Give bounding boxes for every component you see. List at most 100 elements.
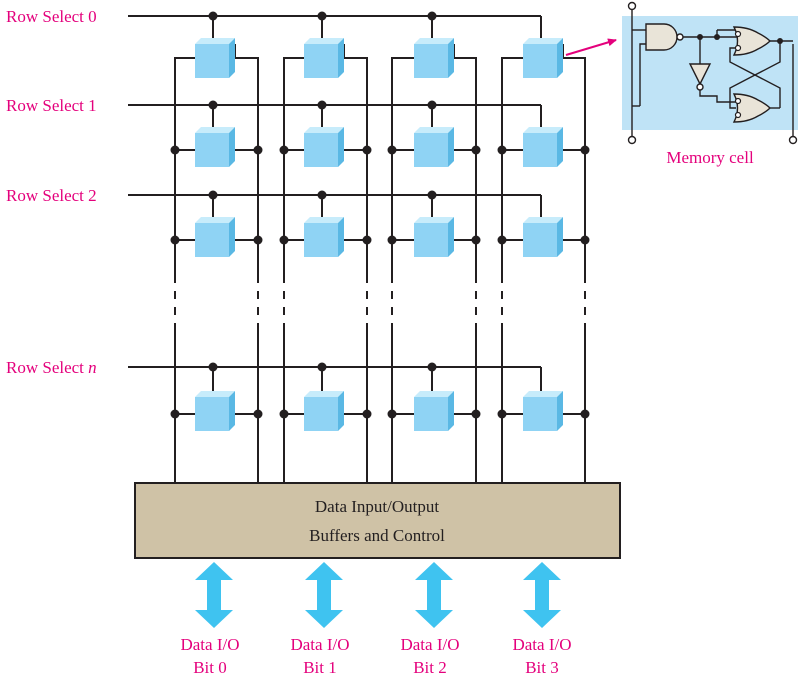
memory-cell-label: Memory cell — [666, 148, 754, 167]
io-labels: Data I/O Bit 0 Data I/O Bit 1 Data I/O B… — [180, 635, 571, 677]
io-label-bit-3-line2: Bit 3 — [525, 658, 559, 677]
memory-cell-inset: Memory cell — [622, 1, 798, 167]
io-arrow-bit-3 — [523, 562, 561, 628]
cell-side-face-r3-c1 — [338, 391, 344, 431]
cell-top-face-r1-c2 — [414, 127, 454, 133]
io-label-bit-0-line1: Data I/O — [180, 635, 239, 654]
memory-cell-r2-c1 — [304, 223, 338, 257]
bit-node-right-r1-c2 — [471, 145, 481, 155]
bit-node-left-r3-c1 — [279, 409, 289, 419]
bit-node-right-r1-c3 — [580, 145, 590, 155]
bit-node-left-r1-c2 — [387, 145, 397, 155]
nor-gate-bottom — [732, 93, 771, 123]
bit-node-left-r1-c1 — [279, 145, 289, 155]
cell-top-face-r0-c2 — [414, 38, 454, 44]
bit-node-left-r2-c0 — [170, 235, 180, 245]
cell-top-face-r2-c1 — [304, 217, 344, 223]
cell-top-face-r2-c3 — [523, 217, 563, 223]
inset-terminal-top — [627, 1, 637, 11]
cell-side-face-r2-c3 — [557, 217, 563, 257]
memory-cell-r3-c3 — [523, 397, 557, 431]
io-arrow-bit-2 — [415, 562, 453, 628]
cell-top-right-link-c0 — [234, 44, 259, 60]
cell-side-face-r0-c3 — [557, 38, 563, 78]
cell-side-face-r3-c3 — [557, 391, 563, 431]
bit-node-right-r2-c3 — [580, 235, 590, 245]
cell-top-face-r1-c1 — [304, 127, 344, 133]
io-label-bit-2-line1: Data I/O — [400, 635, 459, 654]
bit-node-right-r2-c1 — [362, 235, 372, 245]
io-arrow-bit-0 — [195, 562, 233, 628]
bit-node-right-r2-c2 — [471, 235, 481, 245]
memory-cell-r3-c2 — [414, 397, 448, 431]
cell-top-face-r0-c0 — [195, 38, 235, 44]
bit-node-right-r1-c0 — [253, 145, 263, 155]
row-select-label-2: Row Select 2 — [6, 186, 97, 205]
memory-cell-r3-c1 — [304, 397, 338, 431]
data-io-buffer: Data Input/Output Buffers and Control — [134, 482, 621, 559]
io-label-bit-1-line1: Data I/O — [290, 635, 349, 654]
cell-side-face-r3-c2 — [448, 391, 454, 431]
array-wiring — [128, 11, 590, 483]
bit-node-left-r2-c2 — [387, 235, 397, 245]
cell-top-face-r0-c1 — [304, 38, 344, 44]
bit-node-left-r1-c0 — [170, 145, 180, 155]
cell-side-face-r0-c0 — [229, 38, 235, 78]
inset-terminal-right — [788, 135, 798, 145]
nand-gate — [645, 23, 678, 51]
cell-side-face-r1-c0 — [229, 127, 235, 167]
cell-top-right-link-c1 — [343, 44, 368, 60]
memory-cell-r1-c2 — [414, 133, 448, 167]
memory-cell-r0-c1 — [304, 44, 338, 78]
row-select-label-0: Row Select 0 — [6, 7, 97, 26]
cell-top-face-r3-c0 — [195, 391, 235, 397]
memory-cell-r2-c2 — [414, 223, 448, 257]
memory-cell-r0-c2 — [414, 44, 448, 78]
cell-side-face-r2-c1 — [338, 217, 344, 257]
cell-side-face-r3-c0 — [229, 391, 235, 431]
bit-node-left-r3-c0 — [170, 409, 180, 419]
bit-node-right-r2-c0 — [253, 235, 263, 245]
cell-side-face-r0-c1 — [338, 38, 344, 78]
cell-side-face-r2-c2 — [448, 217, 454, 257]
cell-side-face-r2-c0 — [229, 217, 235, 257]
io-label-bit-1-line2: Bit 1 — [303, 658, 337, 677]
row-select-label-n: Row Select n — [6, 358, 97, 377]
bit-node-right-r3-c0 — [253, 409, 263, 419]
cell-top-left-link-c3 — [501, 44, 526, 60]
memory-cell-array — [195, 38, 563, 431]
memory-cell-r1-c3 — [523, 133, 557, 167]
cell-top-left-link-c2 — [391, 44, 417, 60]
cell-top-left-link-c0 — [174, 44, 198, 60]
memory-cell-r1-c1 — [304, 133, 338, 167]
bit-node-left-r2-c3 — [497, 235, 507, 245]
bit-node-right-r1-c1 — [362, 145, 372, 155]
cell-side-face-r0-c2 — [448, 38, 454, 78]
row-select-label-1: Row Select 1 — [6, 96, 97, 115]
cell-top-face-r2-c0 — [195, 217, 235, 223]
io-label-bit-2-line2: Bit 2 — [413, 658, 447, 677]
cell-top-face-r3-c3 — [523, 391, 563, 397]
cell-top-face-r3-c2 — [414, 391, 454, 397]
memory-cell-r3-c0 — [195, 397, 229, 431]
memory-cell-r1-c0 — [195, 133, 229, 167]
memory-cell-r0-c0 — [195, 44, 229, 78]
cell-top-face-r1-c0 — [195, 127, 235, 133]
cell-side-face-r1-c2 — [448, 127, 454, 167]
bit-node-left-r3-c2 — [387, 409, 397, 419]
buffer-line-1: Data Input/Output — [315, 497, 439, 516]
io-arrow-bit-1 — [305, 562, 343, 628]
nor-gate-top — [732, 26, 771, 56]
cell-top-face-r1-c3 — [523, 127, 563, 133]
bit-node-left-r2-c1 — [279, 235, 289, 245]
inverter-gate — [688, 63, 712, 86]
cell-side-face-r1-c1 — [338, 127, 344, 167]
io-label-bit-3-line1: Data I/O — [512, 635, 571, 654]
cell-top-face-r0-c3 — [523, 38, 563, 44]
bit-node-left-r3-c3 — [497, 409, 507, 419]
bit-node-right-r3-c1 — [362, 409, 372, 419]
bit-node-right-r3-c2 — [471, 409, 481, 419]
io-label-bit-0-line2: Bit 0 — [193, 658, 227, 677]
nand-bubble — [676, 33, 684, 41]
cell-top-right-link-c2 — [453, 44, 477, 60]
